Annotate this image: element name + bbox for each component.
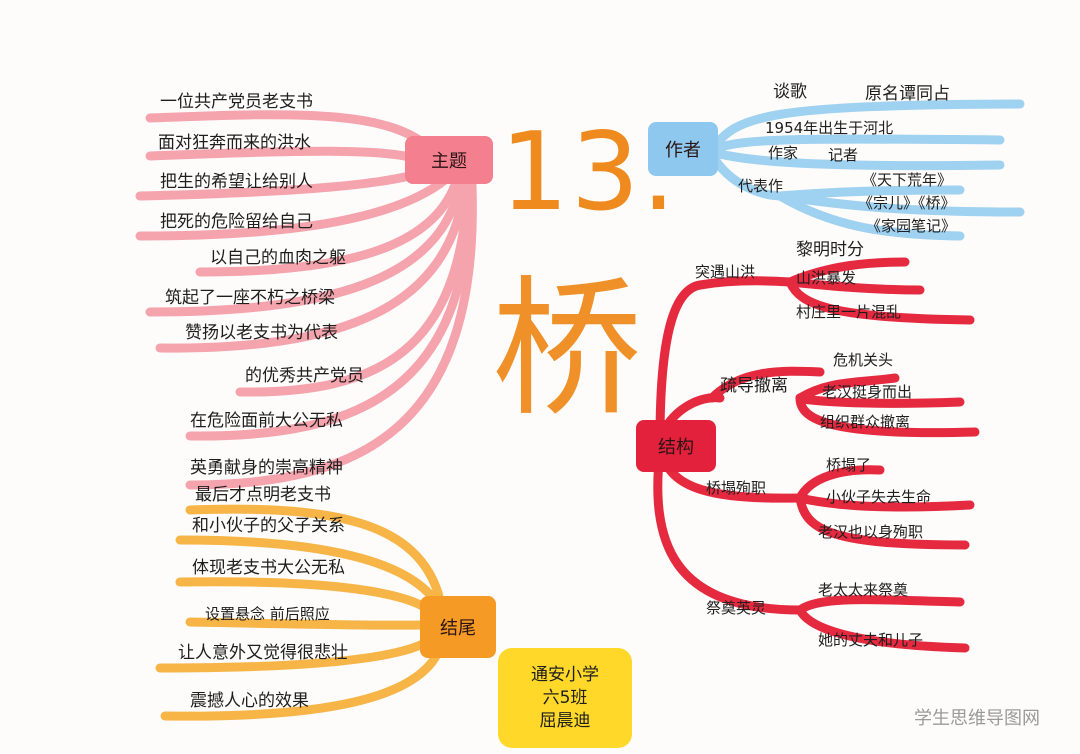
structure-item: 组织群众撤离: [820, 413, 911, 431]
structure-item: 黎明时分: [796, 240, 864, 260]
author-node[interactable]: 作者: [648, 122, 718, 176]
theme-item: 把生的希望让给别人: [160, 172, 313, 192]
structure-section-label: 疏导撤离: [720, 376, 788, 396]
author-work: 《家园笔记》: [866, 217, 957, 235]
student-class: 六5班: [542, 687, 588, 708]
author-job-1: 作家: [768, 144, 799, 162]
student-name: 屈晨迪: [539, 710, 591, 731]
structure-item: 山洪暴发: [796, 269, 857, 287]
structure-item: 老汉挺身而出: [822, 383, 913, 401]
theme-item: 的优秀共产党员: [245, 366, 364, 386]
ending-item: 最后才点明老支书: [195, 485, 331, 505]
structure-item: 老太太来祭奠: [818, 581, 909, 599]
author-branches: [707, 99, 1025, 241]
structure-section-label: 桥塌殉职: [706, 479, 767, 497]
lesson-number: 13.: [500, 110, 678, 235]
theme-node[interactable]: 主题: [405, 136, 493, 184]
ending-label: 结尾: [440, 618, 476, 639]
ending-item: 震撼人心的效果: [190, 691, 309, 711]
structure-item: 她的丈夫和儿子: [818, 631, 924, 649]
structure-item: 老汉也以身殉职: [818, 523, 924, 541]
theme-item: 在危险面前大公无私: [190, 411, 343, 431]
author-pen-name: 谈歌: [773, 82, 807, 102]
structure-section-label: 祭奠英灵: [706, 599, 767, 617]
student-card: 通安小学 六5班 屈晨迪: [498, 648, 632, 748]
author-real-name: 原名谭同占: [865, 84, 950, 104]
theme-item: 把死的危险留给自己: [160, 212, 313, 232]
theme-branches: [135, 110, 477, 490]
theme-item: 英勇献身的崇高精神: [190, 458, 343, 478]
ending-item: 体现老支书大公无私: [192, 558, 345, 578]
watermark: 学生思维导图网: [914, 708, 1040, 729]
theme-item: 赞扬以老支书为代表: [185, 323, 338, 343]
ending-item: 和小伙子的父子关系: [192, 516, 345, 536]
structure-item: 村庄里一片混乱: [796, 303, 902, 321]
author-label: 作者: [665, 140, 701, 161]
theme-label: 主题: [431, 151, 467, 172]
structure-item: 小伙子失去生命: [826, 488, 932, 506]
author-job-2: 记者: [828, 146, 859, 164]
structure-section-label: 突遇山洪: [695, 263, 756, 281]
theme-item: 筑起了一座不朽之桥梁: [165, 288, 335, 308]
author-work: 《天下荒年》: [862, 171, 953, 189]
author-work: 《宗儿》《桥》: [858, 194, 956, 212]
ending-item: 设置悬念 前后照应: [205, 605, 330, 623]
ending-branches: [155, 504, 445, 721]
theme-item: 一位共产党员老支书: [160, 92, 313, 112]
structure-branches: [653, 257, 980, 653]
lesson-title: 桥: [492, 263, 643, 437]
structure-node[interactable]: 结构: [636, 420, 716, 472]
ending-node[interactable]: 结尾: [420, 596, 496, 658]
structure-item: 桥塌了: [826, 456, 872, 474]
structure-label: 结构: [658, 437, 694, 458]
author-birth: 1954年出生于河北: [765, 119, 894, 137]
student-school: 通安小学: [531, 664, 599, 685]
ending-item: 让人意外又觉得很悲壮: [178, 643, 348, 663]
theme-item: 面对狂奔而来的洪水: [158, 133, 311, 153]
author-works-label: 代表作: [738, 177, 784, 195]
structure-item: 危机关头: [833, 351, 894, 369]
theme-item: 以自己的血肉之躯: [210, 248, 346, 268]
